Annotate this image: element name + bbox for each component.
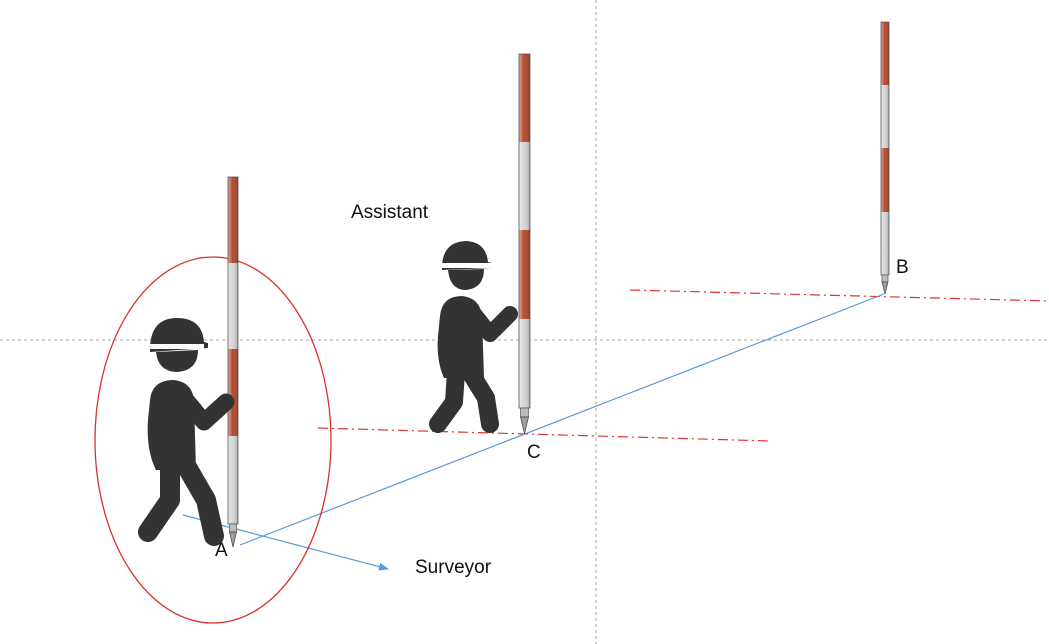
assistant-figure (429, 241, 518, 433)
red-reference-line-c (317, 427, 771, 442)
surveyor-label: Surveyor (415, 557, 492, 578)
surveyor-figure (138, 318, 235, 546)
construction-worker-icon (138, 318, 235, 546)
ranging-pole-icon-b (880, 21, 890, 295)
ranging-pole-icon-c (518, 53, 531, 435)
ranging-pole-icon-a (227, 176, 239, 548)
point-a-label: A (215, 540, 228, 561)
point-c-label: C (527, 442, 541, 463)
point-b-label: B (896, 257, 909, 278)
sight-line-a-b (239, 293, 885, 546)
assistant-label: Assistant (351, 202, 429, 223)
surveyor-highlight-ellipse (94, 256, 332, 624)
red-reference-line-b (629, 289, 1049, 302)
construction-worker-icon (429, 241, 518, 433)
